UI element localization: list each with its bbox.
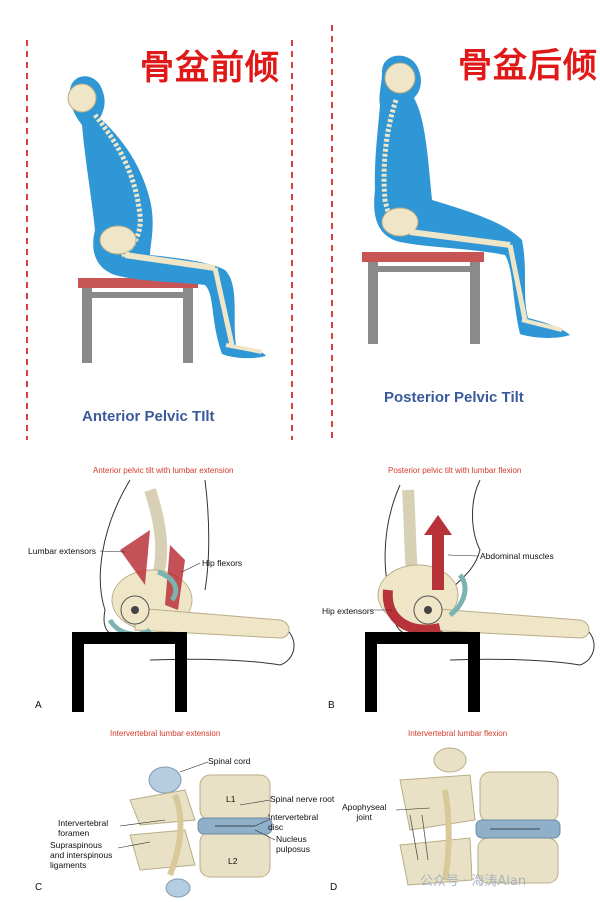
- label-hip-extensors: Hip extensors: [322, 606, 374, 616]
- label-spinal-cord: Spinal cord: [208, 756, 251, 766]
- anterior-tilt-figure: [26, 40, 293, 440]
- label-l2: L2: [228, 856, 238, 866]
- label-spinal-nerve-root: Spinal nerve root: [270, 794, 335, 804]
- panel-d-letter: D: [330, 882, 338, 893]
- panel-d-caption: Intervertebral lumbar flexion: [408, 729, 508, 738]
- label-apophyseal-joint: Apophyseal joint: [342, 802, 387, 822]
- panel-c-figure: [117, 761, 276, 898]
- label-abdominal-muscles: Abdominal muscles: [480, 551, 554, 561]
- watermark: 公众号 · 海涛Alan: [420, 874, 527, 889]
- label-intervertebral-disc: Intervertebral disc: [268, 812, 319, 832]
- panel-c-caption: Intervertebral lumbar extension: [110, 729, 221, 738]
- panel-b-figure: [365, 479, 595, 712]
- anterior-title-cn: 骨盆前倾: [140, 48, 280, 88]
- label-ligaments: Supraspinous and interspinous ligaments: [50, 840, 113, 870]
- panel-d-figure: [395, 747, 561, 886]
- anterior-caption: Anterior Pelvic TIlt: [82, 408, 215, 425]
- panel-b: Posterior pelvic tilt with lumbar flexio…: [300, 460, 600, 715]
- posterior-tilt-figure: [331, 25, 570, 440]
- posterior-title-cn: 骨盆后倾: [458, 46, 598, 86]
- panel-c-letter: C: [35, 882, 43, 893]
- anterior-tilt-panel: 骨盆前倾 Anterior Pelvic TIlt: [0, 0, 300, 445]
- panel-c: Intervertebral lumbar extension Spinal c…: [0, 720, 334, 902]
- label-nucleus-pulposus: Nucleus pulposus: [276, 834, 311, 854]
- posterior-tilt-panel: 骨盆后倾 Posterior Pelvic Tilt: [300, 0, 600, 445]
- panel-b-letter: B: [328, 700, 335, 711]
- posterior-caption: Posterior Pelvic Tilt: [384, 389, 524, 406]
- label-hip-flexors-a: Hip flexors: [202, 558, 243, 568]
- panel-b-caption: Posterior pelvic tilt with lumbar flexio…: [388, 466, 522, 475]
- label-intervertebral-foramen: Intervertebral foramen: [58, 818, 109, 838]
- panel-a-caption: Anterior pelvic tilt with lumbar extensi…: [93, 466, 234, 475]
- panel-d: Intervertebral lumbar flexion Apophyseal…: [300, 720, 600, 902]
- label-l1: L1: [226, 794, 236, 804]
- panel-a-letter: A: [35, 700, 42, 711]
- label-lumbar-extensors: Lumbar extensors: [28, 546, 97, 556]
- panel-a: Anterior pelvic tilt with lumbar extensi…: [0, 460, 300, 715]
- panel-a-figure: [72, 479, 295, 712]
